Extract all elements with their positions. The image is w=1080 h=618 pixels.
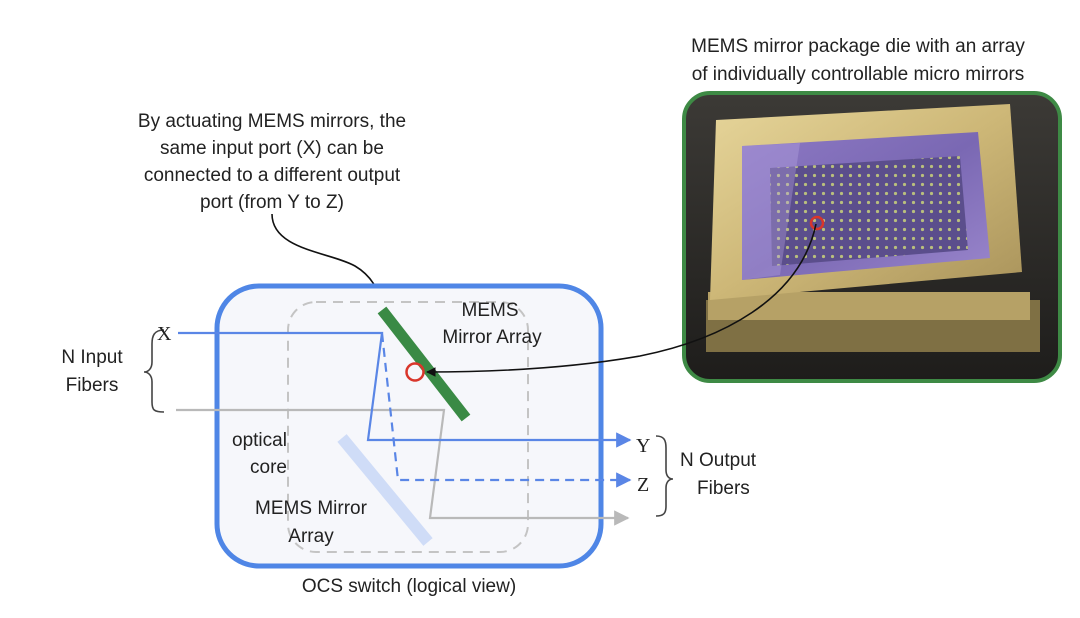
photo-caption-line-1: MEMS mirror package die with an array: [691, 36, 1025, 57]
mirror-highlight-circle: [405, 362, 425, 382]
mirror-array-bottom-label-2: Array: [288, 526, 334, 547]
photo-frame: [682, 91, 1062, 383]
input-fibers-brace: [143, 329, 165, 413]
glass-glare: [742, 143, 800, 280]
package-layer: [708, 292, 1030, 320]
die-to-mirror-arrow: [426, 223, 817, 377]
optical-core-label-2: core: [250, 457, 287, 478]
port-z-label: Z: [637, 474, 649, 496]
beam-x-to-y: [178, 331, 632, 448]
port-y-label: Y: [636, 435, 650, 457]
output-fibers-label-1: N Output: [680, 450, 757, 471]
micro-mirror-dots: [770, 156, 968, 266]
port-x-label: X: [157, 323, 172, 345]
mirror-array-bottom-label-1: MEMS Mirror: [255, 498, 368, 519]
optical-core-label-1: optical: [232, 430, 287, 451]
annotation-line-3: connected to a different output: [144, 165, 401, 186]
optical-core-box: [287, 301, 529, 553]
input-fibers-label-1: N Input: [61, 347, 123, 368]
mirror-array-top-label-1: MEMS: [462, 300, 519, 321]
photo-caption-line-2: of individually controllable micro mirro…: [692, 64, 1025, 85]
annotation-text: By actuating MEMS mirrors, the same inpu…: [138, 111, 406, 213]
gray-beam-path: [176, 408, 630, 526]
annotation-line-4: port (from Y to Z): [200, 192, 344, 213]
annotation-line-1: By actuating MEMS mirrors, the: [138, 111, 406, 132]
upper-mems-mirror: [377, 306, 471, 422]
mems-die-photo: [682, 91, 1062, 383]
ocs-switch-box: [214, 283, 604, 569]
output-fibers-brace: [655, 435, 674, 517]
beam-x-to-z: [380, 332, 632, 488]
lower-mems-mirror: [337, 434, 433, 546]
switch-title: OCS switch (logical view): [302, 576, 516, 597]
output-fibers-label-2: Fibers: [697, 478, 750, 499]
photo-caption: MEMS mirror package die with an array of…: [691, 36, 1025, 85]
mirror-array-top-label-2: Mirror Array: [442, 327, 542, 348]
input-fibers-label-2: Fibers: [66, 375, 119, 396]
die-highlight-circle: [809, 215, 825, 231]
annotation-line-2: same input port (X) can be: [160, 138, 384, 159]
